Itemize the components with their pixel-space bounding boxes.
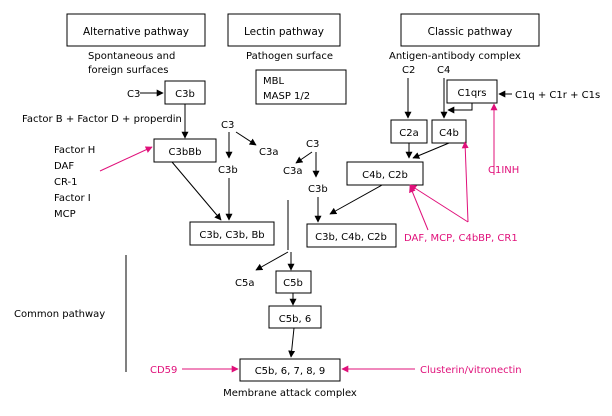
- lectin-c3-label: C3: [306, 139, 319, 150]
- alt-c5-convertase-label: C3b, C3b, Bb: [199, 230, 264, 241]
- alt-split-c3-label: C3: [221, 120, 234, 131]
- c4b-label: C4b: [439, 128, 459, 139]
- regulator-cr1: CR-1: [54, 177, 78, 188]
- classic-regulators-left-arrow: [409, 185, 429, 231]
- lectin-c3b-label: C3b: [308, 184, 328, 195]
- c1inh-label: C1INH: [488, 165, 519, 176]
- alt-trigger-line1: Spontaneous and: [88, 51, 175, 62]
- classic-regulators-label: DAF, MCP, C4bBP, CR1: [404, 233, 518, 244]
- classic-pathway-header: Classic pathway: [400, 13, 540, 47]
- alt-c3b-label: C3b: [175, 89, 195, 100]
- c5-to-c5a-arrow: [255, 251, 289, 271]
- classic-c4-label: C4: [437, 65, 450, 76]
- classic-regulators-to-c4b2b-arrow: [409, 184, 469, 223]
- alt-c3-label: C3: [127, 89, 140, 100]
- regulator-factor-h: Factor H: [54, 145, 95, 156]
- mac-caption: Membrane attack complex: [223, 388, 357, 399]
- c5b6-box: C5b, 6: [268, 305, 322, 329]
- c4b-box: C4b: [431, 119, 467, 144]
- lectin-c3-to-c3a-arrow: [295, 151, 313, 164]
- c4b-c2b-box: C4b, C2b: [346, 161, 424, 186]
- classic-regulators-to-c4b-arrow: [461, 141, 469, 223]
- c3bbb-label: C3bBb: [169, 147, 202, 158]
- regulator-daf: DAF: [54, 161, 74, 172]
- clusterin-label: Clusterin/vitronectin: [420, 365, 522, 376]
- mac-box: C5b, 6, 7, 8, 9: [239, 358, 341, 382]
- c5b-box: C5b: [275, 270, 312, 294]
- lectin-pathway-header: Lectin pathway: [227, 13, 341, 47]
- classic-trigger-label: Antigen-antibody complex: [389, 51, 521, 62]
- regulator-mcp: MCP: [54, 209, 76, 220]
- alt-factors-label: Factor B + Factor D + properdin: [22, 114, 182, 125]
- c1qrs-box: C1qrs: [446, 79, 498, 104]
- c4b2b-to-convertase-arrow: [329, 184, 383, 215]
- c1-components-label: C1q + C1r + C1s: [515, 90, 600, 101]
- c2a-label: C2a: [399, 128, 418, 139]
- mbl-label: MBL: [263, 76, 284, 87]
- c5b6-to-mac-arrow: [288, 327, 296, 358]
- mbl-masp-box: MBL MASP 1/2: [255, 69, 347, 105]
- cd59-label: CD59: [150, 365, 177, 376]
- classic-pathway-title: Classic pathway: [428, 26, 513, 38]
- mac-box-label: C5b, 6, 7, 8, 9: [255, 366, 326, 377]
- classic-c5-convertase-box: C3b, C4b, C2b: [306, 223, 397, 248]
- c5b-label: C5b: [283, 278, 303, 289]
- classic-c5-convertase-label: C3b, C4b, C2b: [315, 232, 387, 243]
- c3bbb-box: C3bBb: [153, 138, 217, 163]
- alt-c3a-label: C3a: [259, 147, 278, 158]
- c1qrs-cleaves-c4-arrow: [447, 103, 473, 114]
- c4b-to-c4b2b-arrow: [412, 142, 450, 159]
- alt-c3b-product-label: C3b: [218, 165, 238, 176]
- c5b6-label: C5b, 6: [279, 314, 311, 325]
- alt-c3b-box: C3b: [164, 80, 206, 105]
- common-pathway-label: Common pathway: [14, 309, 105, 320]
- c5a-label: C5a: [235, 278, 254, 289]
- c3bbb-to-convertase-arrow: [171, 161, 222, 221]
- alt-regulators-list: Factor H DAF CR-1 Factor I MCP: [54, 145, 95, 220]
- alt-c5-convertase-box: C3b, C3b, Bb: [189, 221, 275, 246]
- classic-c2-label: C2: [402, 65, 415, 76]
- regulator-factor-i: Factor I: [54, 193, 91, 204]
- masp-label: MASP 1/2: [263, 91, 310, 102]
- c2a-box: C2a: [390, 119, 428, 144]
- lectin-pathway-title: Lectin pathway: [244, 26, 324, 38]
- lectin-trigger-label: Pathogen surface: [246, 51, 333, 62]
- alt-regulators-inhibit-arrow: [99, 146, 153, 172]
- lectin-c3a-label: C3a: [283, 166, 302, 177]
- alternative-pathway-header: Alternative pathway: [66, 13, 206, 47]
- c1qrs-label: C1qrs: [457, 88, 486, 99]
- alternative-pathway-title: Alternative pathway: [83, 26, 189, 38]
- alt-c3-to-c3a-arrow: [235, 131, 257, 146]
- alt-trigger-line2: foreign surfaces: [88, 65, 169, 76]
- c4b-c2b-label: C4b, C2b: [362, 170, 408, 181]
